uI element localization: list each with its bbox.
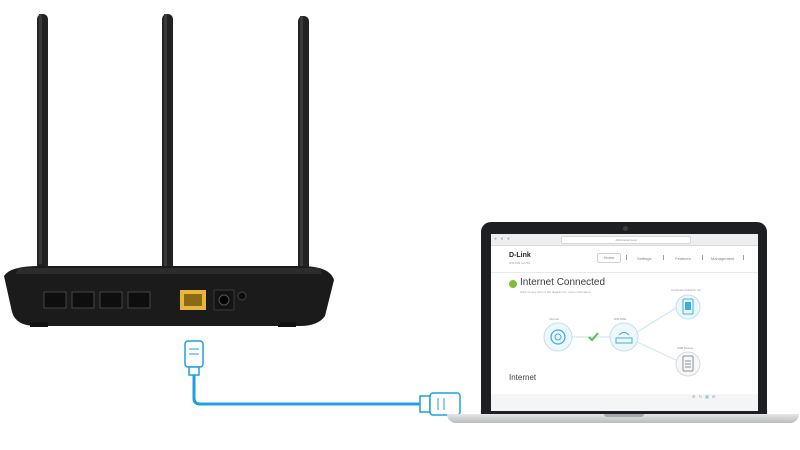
nav-management[interactable]: Management xyxy=(711,256,735,261)
ethernet-cable xyxy=(192,368,420,406)
network-diagram xyxy=(543,294,701,377)
laptop-screen: ● ● ● dlinkrouter.local D-Link DIR-809 A… xyxy=(491,234,758,411)
laptop-camera xyxy=(623,226,628,231)
router-antenna-right xyxy=(298,16,309,312)
clients-node[interactable] xyxy=(675,294,701,320)
usb-node[interactable] xyxy=(675,351,701,377)
nav-separator xyxy=(743,255,744,260)
ethernet-plug-router-end xyxy=(184,340,204,376)
router-lan-ports xyxy=(43,291,151,309)
address-bar[interactable]: dlinkrouter.local xyxy=(561,236,691,244)
address-bar-text: dlinkrouter.local xyxy=(615,238,637,242)
nav-separator xyxy=(663,255,664,260)
nav-separator xyxy=(702,255,703,260)
browser-toolbar: ● ● ● dlinkrouter.local xyxy=(491,234,758,246)
internet-node[interactable] xyxy=(543,322,573,352)
router-antenna-left xyxy=(37,14,48,270)
laptop-base xyxy=(447,414,799,423)
laptop-notch xyxy=(604,414,644,417)
clients-node-label: Connected Clients: 10 xyxy=(671,288,701,292)
nav-settings[interactable]: Settings xyxy=(637,256,652,261)
router-power-jack xyxy=(213,289,235,311)
nav-separator xyxy=(626,255,627,260)
section-title: Internet xyxy=(509,373,537,382)
usb-node-label: USB Device xyxy=(677,346,694,350)
internet-node-label: Internet xyxy=(549,317,560,321)
router-body xyxy=(4,266,334,327)
internet-status-indicator xyxy=(509,280,517,288)
router-reset-button xyxy=(237,291,247,301)
checkmark-icon xyxy=(588,332,599,342)
window-controls[interactable]: ● ● ● xyxy=(494,236,511,242)
dlink-header xyxy=(491,246,758,273)
detail-panel xyxy=(491,394,758,411)
router-internet-port xyxy=(180,290,206,310)
link-router-clients xyxy=(636,307,677,333)
router-node[interactable] xyxy=(609,322,639,352)
nav-home[interactable]: Home xyxy=(597,253,621,263)
router-antenna-center xyxy=(162,14,173,296)
page-title: Internet Connected xyxy=(520,277,606,288)
router-node-label: DIR-809L xyxy=(614,317,627,321)
page-hint: Click on any item in the diagram for mor… xyxy=(520,290,592,294)
nav-features[interactable]: Features xyxy=(675,256,691,261)
dlink-model: DIR-809 AC750 xyxy=(509,261,531,265)
panel-icons[interactable]: ⚙ ↻ ▦ ✉ xyxy=(692,394,717,399)
ethernet-plug-laptop-end xyxy=(419,392,461,416)
dlink-logo: D-Link xyxy=(509,252,531,259)
link-router-usb xyxy=(636,341,677,361)
